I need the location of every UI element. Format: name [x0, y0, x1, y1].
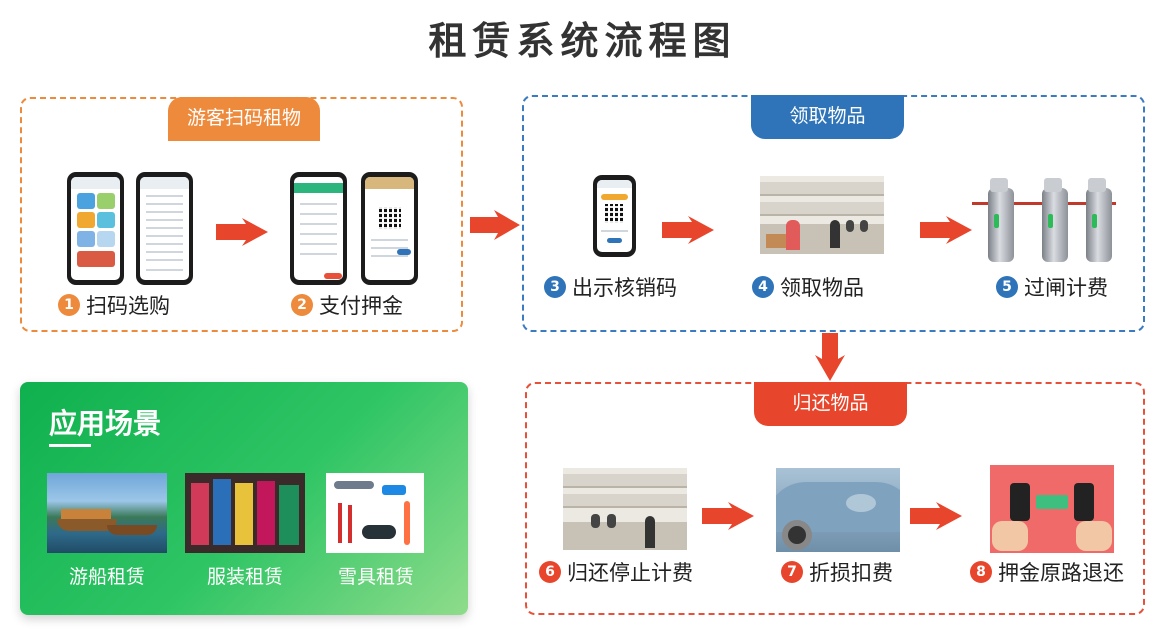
- step-3-number: 3: [544, 276, 566, 298]
- arrow-7-to-8: [910, 502, 962, 530]
- step-8-number: 8: [970, 561, 992, 583]
- arrow-pickup-to-return: [815, 333, 845, 381]
- step-4-label: 领取物品: [780, 276, 864, 300]
- pickup-section-tag: 领取物品: [751, 95, 904, 139]
- phone-product-list: [136, 172, 193, 285]
- step-2-label: 支付押金: [319, 294, 403, 318]
- scenario-label-ski: 雪具租赁: [337, 566, 414, 588]
- boat-image: [47, 473, 167, 553]
- step-5-number: 5: [996, 276, 1018, 298]
- arrow-6-to-7: [702, 502, 754, 530]
- step-3: 3 出示核销码: [544, 272, 677, 302]
- scenario-label-boat: 游船租赁: [68, 566, 145, 588]
- step-5-label: 过闸计费: [1024, 276, 1108, 300]
- step-4: 4 领取物品: [752, 272, 864, 302]
- scenarios-title-underline: [49, 444, 91, 447]
- step-7-number: 7: [781, 561, 803, 583]
- costume-image: [185, 473, 305, 553]
- step-3-label: 出示核销码: [572, 276, 677, 300]
- step-7: 7 折损扣费: [781, 557, 893, 587]
- step-1-number: 1: [58, 294, 80, 316]
- scenarios-panel: 应用场景 游船租赁 服装租赁 雪具租赁: [20, 382, 468, 615]
- phone-payment-form: [290, 172, 347, 285]
- phone-deposit-qr: [361, 172, 418, 285]
- step-1-label: 扫码选购: [86, 294, 170, 318]
- phone-verify-code: [593, 175, 636, 257]
- step-6-label: 归还停止计费: [567, 561, 693, 585]
- ski-gear-image: [326, 473, 424, 553]
- step-1: 1 扫码选购: [58, 290, 170, 320]
- step-5: 5 过闸计费: [996, 272, 1108, 302]
- arrow-1-to-2: [216, 218, 268, 246]
- refund-transfer-image: [990, 465, 1114, 553]
- page-title: 租赁系统流程图: [428, 19, 737, 63]
- step-8: 8 押金原路退还: [970, 557, 1124, 587]
- step-4-number: 4: [752, 276, 774, 298]
- scenarios-title: 应用场景: [49, 407, 162, 440]
- arrow-4-to-5: [920, 216, 972, 244]
- scenario-label-costume: 服装租赁: [206, 566, 283, 588]
- step-6-number: 6: [539, 561, 561, 583]
- rent-section-tag: 游客扫码租物: [168, 97, 320, 141]
- step-2: 2 支付押金: [291, 290, 403, 320]
- phone-scan-menu: [67, 172, 124, 285]
- counter-pickup-image: [760, 176, 884, 254]
- step-6: 6 归还停止计费: [539, 557, 693, 587]
- step-7-label: 折损扣费: [809, 561, 893, 585]
- arrow-3-to-4: [662, 216, 714, 244]
- arrow-rent-to-pickup: [470, 210, 520, 240]
- counter-return-image: [563, 468, 687, 550]
- damaged-car-image: [776, 468, 900, 552]
- step-8-label: 押金原路退还: [998, 561, 1124, 585]
- step-2-number: 2: [291, 294, 313, 316]
- return-section-tag: 归还物品: [754, 382, 907, 426]
- turnstile-gates-image: [972, 178, 1116, 262]
